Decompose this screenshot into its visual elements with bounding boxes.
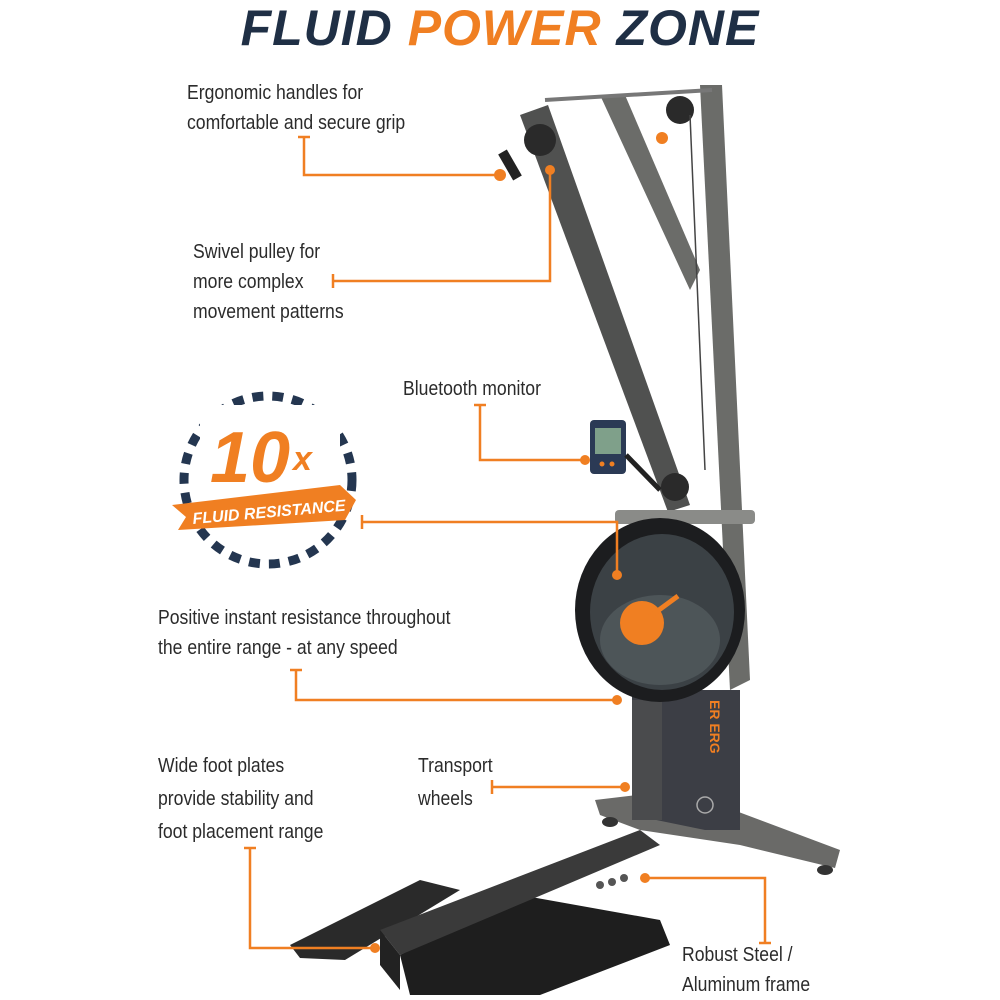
callout-line: Positive instant resistance throughout [158,607,451,629]
callout-line: Bluetooth monitor [403,378,541,400]
title-power: POWER [407,0,602,56]
callout-line: the entire range - at any speed [158,637,398,659]
callout-line: provide stability and [158,788,314,810]
foot-plate-right [400,895,670,995]
callout-line: Wide foot plates [158,755,285,777]
diagonal-arm [520,105,690,512]
callout-line: more complex [193,271,304,293]
callout-line: wheels [418,788,473,810]
callout-frame: Robust Steel / Aluminum frame [682,940,810,1000]
callout-line: Transport [418,755,493,777]
callout-bluetooth-monitor: Bluetooth monitor [403,374,541,404]
callout-line: Ergonomic handles for [187,82,364,104]
callout-transport-wheels: Transport wheels [418,750,493,816]
title-fluid: FLUID [240,0,393,56]
callout-line: Robust Steel / [682,944,793,966]
fluid-resistance-badge: 10 x FLUID RESISTANCE [172,391,357,569]
callout-line: Aluminum frame [682,974,811,996]
callout-foot-plates: Wide foot plates provide stability and f… [158,750,323,849]
callout-line: foot placement range [158,821,324,843]
callout-line: comfortable and secure grip [187,112,406,134]
callout-dots [370,165,650,953]
callout-resistance: Positive instant resistance throughout t… [158,603,451,663]
badge-10: 10 [210,418,290,498]
callout-line: movement patterns [193,301,344,323]
foot-plate-left [290,880,460,960]
callout-line: Swivel pulley for [193,241,321,263]
callout-lines [244,135,771,950]
rear-pulley [666,96,694,124]
callout-handles: Ergonomic handles for comfortable and se… [187,78,405,138]
back-post [700,85,750,690]
brand-text: ER ERG [707,700,723,754]
rail [380,830,660,955]
page-title: FLUID POWER ZONE [0,0,1000,56]
flywheel-hub [620,601,664,645]
front-pulley [524,124,556,156]
title-zone: ZONE [616,0,760,56]
callout-swivel-pulley: Swivel pulley for more complex movement … [193,237,344,327]
badge-x: x [291,440,314,478]
